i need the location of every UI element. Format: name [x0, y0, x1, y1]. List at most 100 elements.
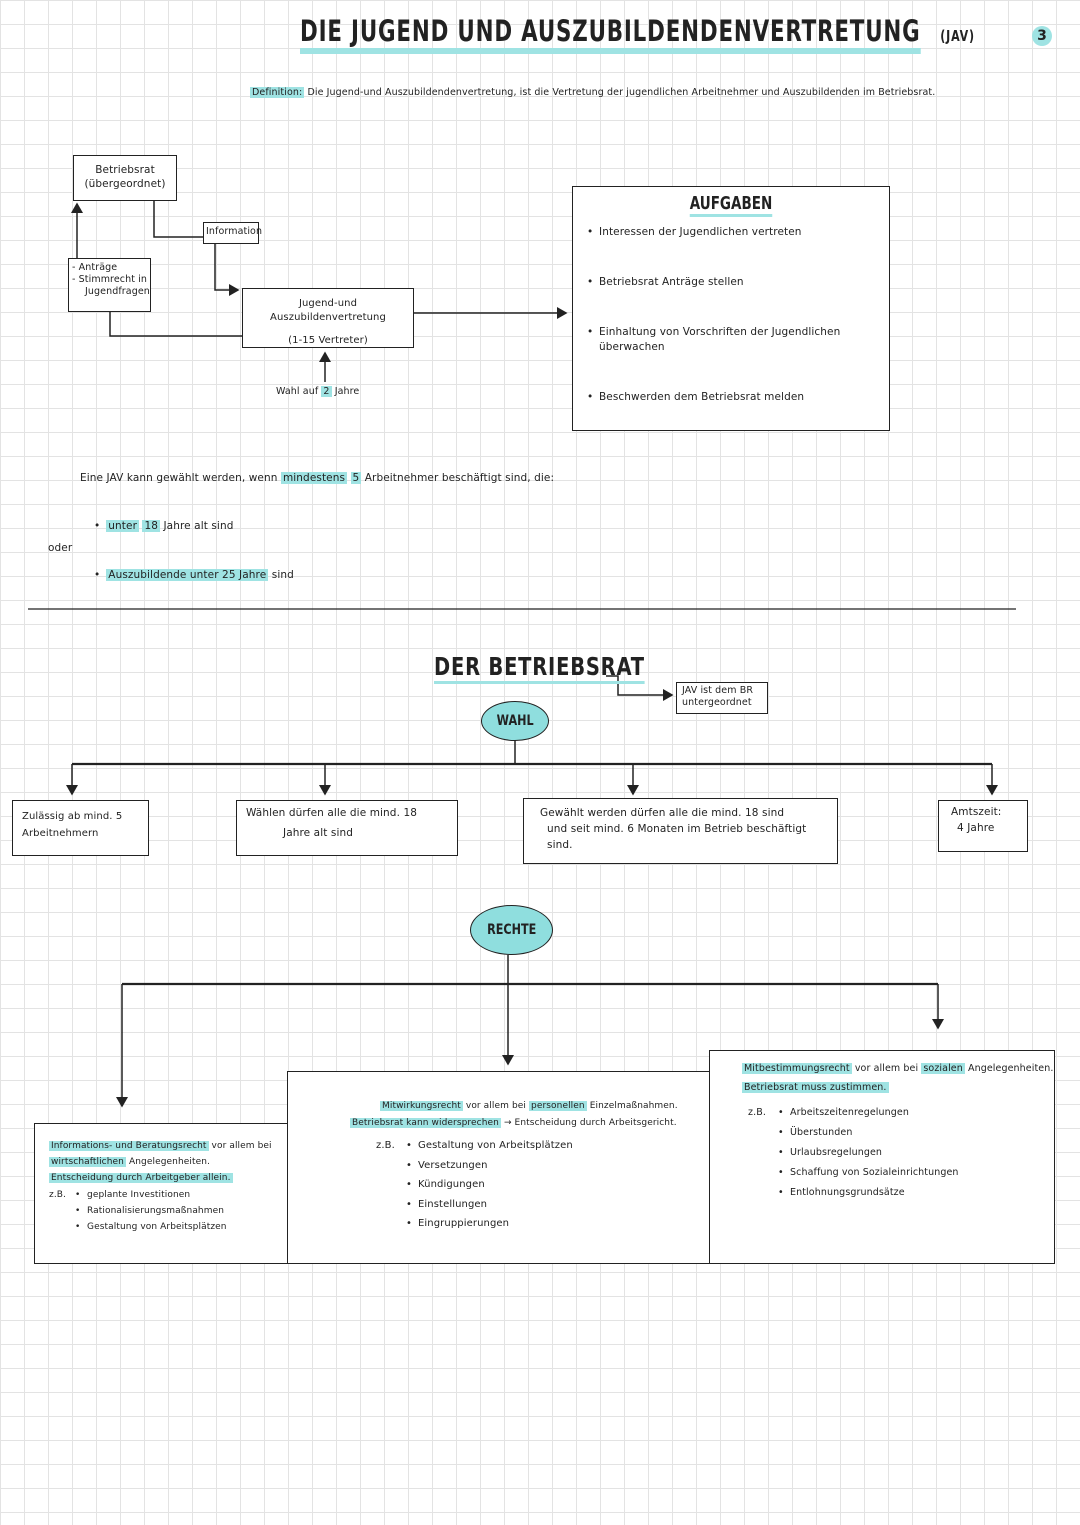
aufgaben-list: Interessen der Jugendlichen vertreten Be… — [587, 225, 882, 404]
wahl-box-line2: Arbeitnehmern — [22, 827, 99, 839]
rechte-oval: RECHTE — [470, 905, 553, 955]
mitwirkung-title-hl2: personellen — [529, 1101, 587, 1111]
page-title-text: DIE JUGEND UND AUSZUBILDENDENVERTRETUNG — [300, 14, 921, 54]
wahl-box-line2: 4 Jahre — [957, 822, 995, 835]
jav-untergeordnet-note: JAV ist dem BR untergeordnet — [676, 682, 768, 714]
info-item: geplante Investitionen — [75, 1187, 227, 1203]
antraege-box: - Anträge - Stimmrecht in Jugendfragen — [68, 258, 151, 312]
wahl-suffix: Jahre — [334, 386, 360, 397]
condition-part2: Arbeitnehmer beschäftigt sind, die: — [364, 472, 555, 484]
betriebsrat-line1: Betriebsrat — [95, 164, 155, 176]
wahl-box-amtszeit: Amtszeit: 4 Jahre — [938, 800, 1028, 852]
wahl-box-line1: Wählen dürfen alle die mind. 18 — [246, 807, 418, 819]
mitwirkung-eg: z.B. — [376, 1140, 395, 1152]
mitbestimmung-item: Schaffung von Sozialeinrichtungen — [778, 1163, 959, 1183]
aufgaben-heading: AUFGABEN — [613, 193, 850, 217]
jav-box: Jugend-und Auszubildenvertretung (1-15 V… — [242, 288, 414, 348]
condition-number: 5 — [350, 472, 362, 484]
aufgabe-item: Beschwerden dem Betriebsrat melden — [587, 390, 882, 404]
page-title-abbr: (JAV) — [940, 27, 975, 45]
mitbestimmung-item: Überstunden — [778, 1123, 959, 1143]
wahl-box-line2: und seit mind. 6 Monaten im Betrieb besc… — [547, 822, 807, 835]
wahl-number: 2 — [321, 386, 332, 397]
condition-item1-suffix: Jahre alt sind — [163, 520, 234, 532]
definition-label: Definition: — [250, 87, 305, 98]
jav-condition-intro: Eine JAV kann gewählt werden, wenn minde… — [80, 471, 554, 485]
mitbestimmungsrecht-box: Mitbestimmungsrecht vor allem bei sozial… — [709, 1050, 1055, 1264]
aufgaben-box: AUFGABEN Interessen der Jugendlichen ver… — [572, 186, 890, 431]
condition-item1-number: 18 — [142, 520, 161, 532]
note-line1: JAV ist dem BR — [682, 685, 754, 696]
definition: Definition: Die Jugend-und Auszubildende… — [250, 87, 935, 100]
betriebsrat-heading-text: DER BETRIEBSRAT — [434, 652, 645, 684]
info-list: geplante Investitionen Rationalisierungs… — [75, 1187, 227, 1236]
betriebsrat-line2: (übergeordnet) — [84, 178, 166, 191]
mitbestimmung-item: Urlaubsregelungen — [778, 1143, 959, 1163]
aufgaben-heading-text: AUFGABEN — [689, 193, 773, 217]
betriebsrat-box: Betriebsrat (übergeordnet) — [73, 155, 177, 201]
jav-box-line1: Jugend-und Auszubildenvertretung — [270, 298, 386, 323]
info-line2: wirtschaftlichen — [49, 1157, 126, 1168]
condition-oder: oder — [48, 542, 73, 554]
wahl-prefix: Wahl auf — [276, 386, 319, 397]
note-line2: untergeordnet — [682, 697, 752, 709]
wahl-box-gewaehlt: Gewählt werden dürfen alle die mind. 18 … — [523, 798, 838, 864]
wahl-note: Wahl auf 2 Jahre — [276, 386, 359, 399]
mitwirkung-line2-rest: → Entscheidung durch Arbeitsgericht. — [503, 1118, 677, 1129]
mitbestimmung-title-mid: vor allem bei — [854, 1063, 919, 1074]
info-line2-rest: Angelegenheiten. — [128, 1157, 211, 1168]
mitwirkung-list: Gestaltung von Arbeitsplätzen Versetzung… — [406, 1136, 573, 1234]
betriebsrat-heading: DER BETRIEBSRAT — [434, 652, 645, 684]
antraege-line2: - Stimmrecht in — [72, 273, 148, 285]
mitbestimmung-title: Mitbestimmungsrecht — [742, 1063, 852, 1074]
mitwirkung-line2: Betriebsrat kann widersprechen — [350, 1118, 501, 1129]
page-title: DIE JUGEND UND AUSZUBILDENDENVERTRETUNG … — [300, 14, 975, 54]
mitbestimmung-line2: Betriebsrat muss zustimmen. — [742, 1081, 889, 1093]
wahl-box-line1: Amtszeit: — [951, 806, 1002, 818]
informationsrecht-box: Informations- und Beratungsrecht vor all… — [34, 1123, 288, 1264]
condition-item1-prefix: unter — [106, 520, 140, 532]
mitwirkung-item: Einstellungen — [406, 1195, 573, 1215]
condition-item-age: •unter 18 Jahre alt sind — [94, 520, 234, 532]
information-box: Information — [203, 222, 262, 244]
info-item: Rationalisierungsmaßnahmen — [75, 1203, 227, 1219]
wahl-oval-label: WAHL — [496, 713, 534, 729]
condition-highlight: mindestens — [280, 472, 348, 484]
condition-item-azubi: •Auszubildende unter 25 Jahre sind — [94, 569, 294, 581]
wahl-box-line2: Jahre alt sind — [283, 827, 353, 840]
aufgabe-item: Einhaltung von Vorschriften der Jugendli… — [587, 325, 882, 353]
info-title-rest: vor allem bei — [211, 1141, 272, 1151]
info-title: Informations- und Beratungsrecht — [49, 1141, 209, 1151]
wahl-box-waehlen: Wählen dürfen alle die mind. 18 Jahre al… — [236, 800, 458, 856]
condition-item2-suffix: sind — [271, 569, 294, 581]
mitwirkung-title-mid: vor allem bei — [465, 1101, 527, 1111]
rechte-oval-label: RECHTE — [486, 922, 537, 938]
mitbestimmung-item: Entlohnungsgrundsätze — [778, 1183, 959, 1203]
mitwirkung-title: Mitwirkungsrecht — [380, 1101, 463, 1111]
mitwirkung-item: Kündigungen — [406, 1175, 573, 1195]
wahl-box-line1: Gewählt werden dürfen alle die mind. 18 … — [540, 807, 785, 819]
info-eg: z.B. — [49, 1189, 67, 1200]
mitbestimmung-title-rest: Angelegenheiten. — [968, 1063, 1054, 1074]
mitbestimmung-item: Arbeitszeitenregelungen — [778, 1103, 959, 1123]
jav-box-line2: (1-15 Vertreter) — [288, 335, 368, 346]
condition-part1: Eine JAV kann gewählt werden, wenn — [80, 472, 278, 484]
definition-text: Die Jugend-und Auszubildendenvertretung,… — [307, 87, 936, 98]
mitbestimmung-list: Arbeitszeitenregelungen Überstunden Urla… — [778, 1103, 959, 1203]
mitbestimmung-eg: z.B. — [748, 1107, 766, 1119]
mitwirkung-title-rest: Einzelmaßnahmen. — [589, 1101, 678, 1111]
info-line3: Entscheidung durch Arbeitgeber allein. — [49, 1173, 233, 1184]
wahl-box-zulaessig: Zulässig ab mind. 5 Arbeitnehmern — [12, 800, 149, 856]
page-number: 3 — [1032, 26, 1052, 46]
mitwirkung-item: Eingruppierungen — [406, 1214, 573, 1234]
mitwirkung-item: Gestaltung von Arbeitsplätzen — [406, 1136, 573, 1156]
info-item: Gestaltung von Arbeitsplätzen — [75, 1219, 227, 1235]
wahl-box-line3: sind. — [547, 838, 573, 851]
aufgabe-item: Betriebsrat Anträge stellen — [587, 275, 882, 289]
aufgabe-item: Interessen der Jugendlichen vertreten — [587, 225, 882, 239]
condition-item2-highlight: Auszubildende unter 25 Jahre — [106, 569, 269, 581]
wahl-oval: WAHL — [481, 701, 549, 741]
mitwirkung-item: Versetzungen — [406, 1156, 573, 1176]
mitwirkungsrecht-box: Mitwirkungsrecht vor allem bei personell… — [287, 1071, 710, 1264]
